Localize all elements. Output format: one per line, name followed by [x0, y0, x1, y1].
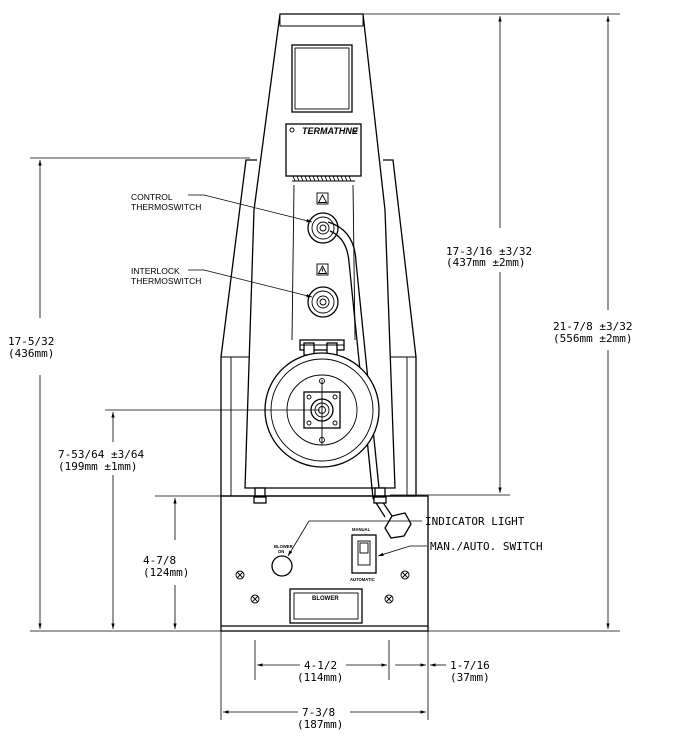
indicator-light-label: INDICATOR LIGHT	[425, 515, 525, 528]
interlock-thermoswitch-label-2: THERMOSWITCH	[131, 276, 201, 286]
automatic-label: AUTOMATIC	[350, 577, 375, 582]
control-box: BLOWER BLOWER ON MANUAL AUTOMATIC	[220, 495, 429, 632]
dim-base-height-2: (124mm)	[143, 566, 189, 579]
sensor-cable	[327, 221, 412, 539]
control-thermoswitch-label-1: CONTROL	[131, 192, 173, 202]
clamp	[299, 339, 345, 356]
dim-center-height-1: 7-53/64 ±3/64	[58, 448, 144, 461]
hatch-band	[292, 175, 355, 182]
dim-height-total-2: (556mm ±2mm)	[553, 332, 632, 345]
dim-center-height-2: (199mm ±1mm)	[58, 460, 137, 473]
man-auto-switch	[351, 534, 377, 574]
dim-height-total-1: 21-7/8 ±3/32	[553, 320, 632, 333]
warning-icon-hot-surface	[316, 192, 329, 205]
panel-screws	[235, 570, 410, 604]
dim-hole-spacing-2: (114mm)	[297, 671, 343, 684]
interlock-thermoswitch-label-1: INTERLOCK	[131, 266, 180, 276]
dimension-lines	[30, 13, 620, 720]
warning-icon-caution	[316, 263, 329, 276]
callout-leaders	[188, 194, 427, 557]
dim-hole-spacing-1: 4-1/2	[304, 659, 337, 672]
dim-height-top-2: (437mm ±2mm)	[446, 256, 525, 269]
interlock-thermoswitch	[307, 286, 339, 318]
man-auto-switch-label: MAN./AUTO. SWITCH	[430, 540, 543, 553]
control-thermoswitch	[307, 212, 339, 244]
dim-edge-offset-2: (37mm)	[450, 671, 490, 684]
dim-base-height-1: 4-7/8	[143, 554, 176, 567]
indicator-light	[271, 555, 293, 577]
blower-plate	[289, 588, 363, 624]
sight-window	[291, 44, 353, 113]
dim-base-width-2: (187mm)	[297, 718, 343, 731]
dim-base-width-1: 7-3/8	[302, 706, 335, 719]
base-bolts	[253, 487, 387, 504]
dim-height-left-1: 17-5/32	[8, 335, 54, 348]
dim-edge-offset-1: 1-7/16	[450, 659, 490, 672]
blower-on-label-2: ON	[278, 549, 284, 554]
blower-on-label-1: BLOWER	[274, 544, 293, 549]
brand-plate-text: TERMATHNE	[302, 126, 359, 136]
dim-height-left-2: (436mm)	[8, 347, 54, 360]
manual-label: MANUAL	[352, 527, 371, 532]
dim-height-top-1: 17-3/16 ±3/32	[446, 245, 532, 258]
blower-plate-text: BLOWER	[312, 596, 339, 602]
control-thermoswitch-label-2: THERMOSWITCH	[131, 202, 201, 212]
heater-body: TERMATHNE	[220, 13, 429, 632]
